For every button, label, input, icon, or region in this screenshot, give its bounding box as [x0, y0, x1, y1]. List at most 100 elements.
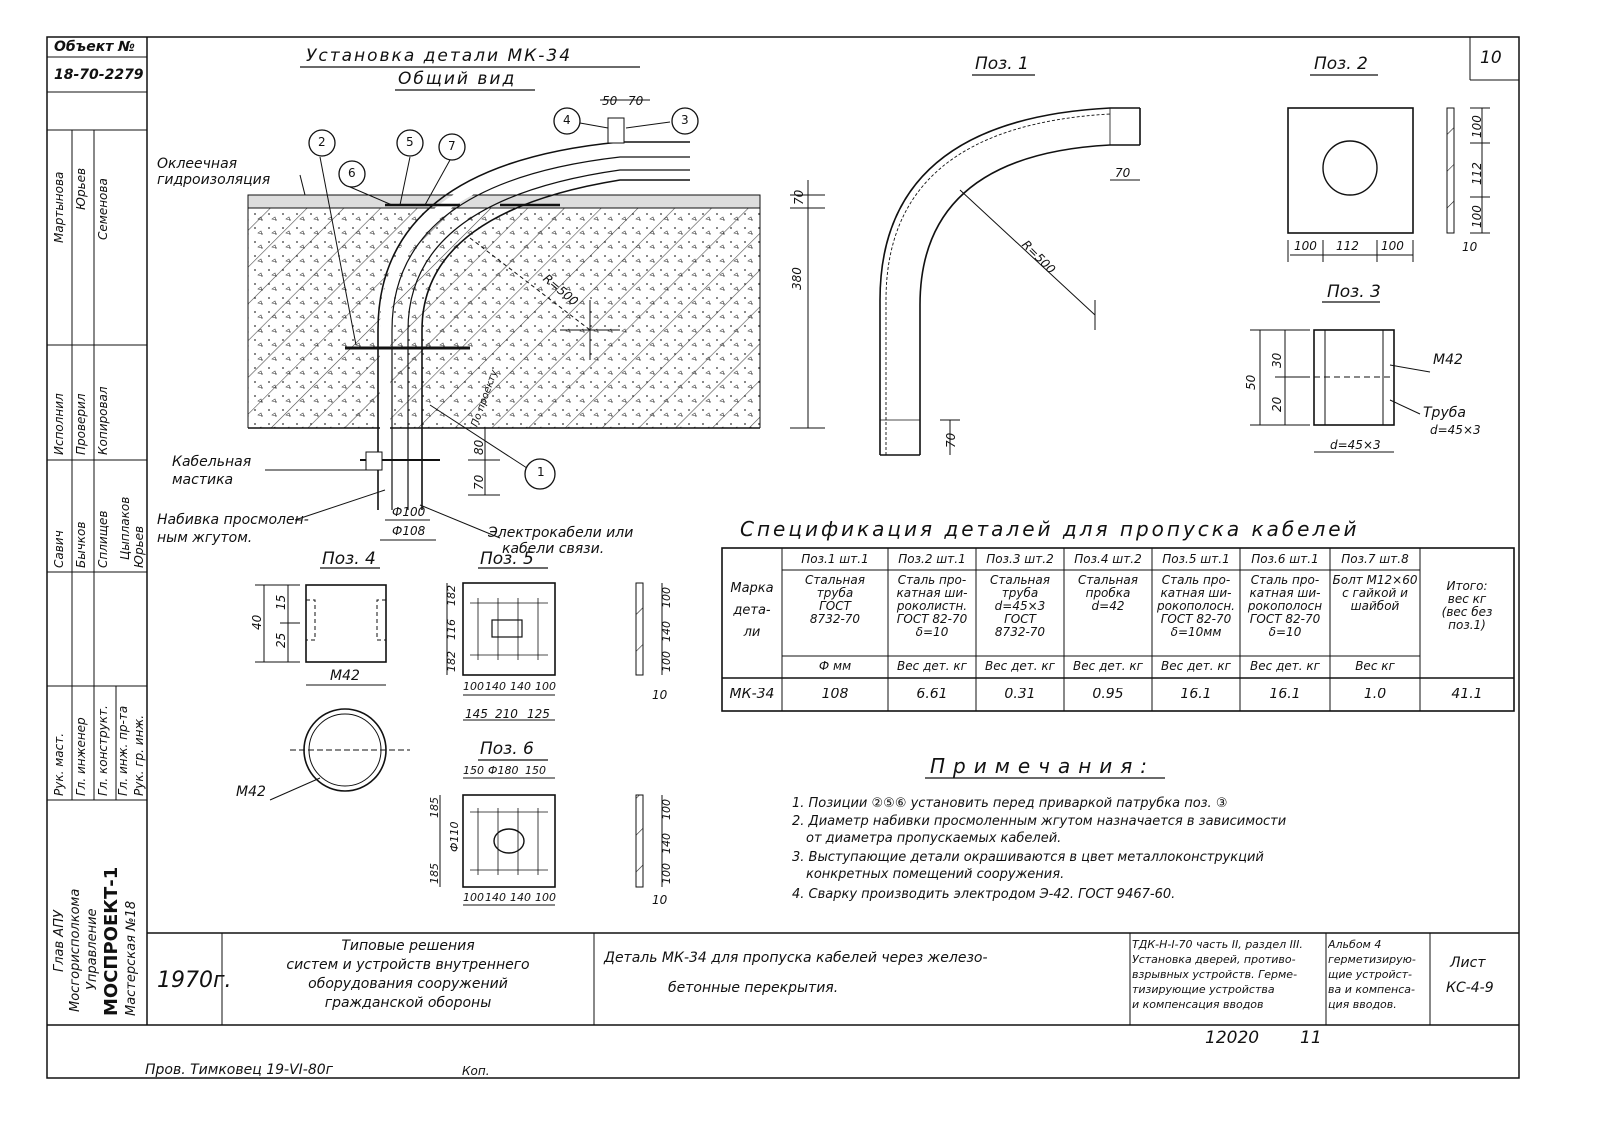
- callout-7: 7: [448, 139, 456, 153]
- spec-col-5-desc-line: δ=10мм: [1170, 625, 1222, 639]
- album-line-1: Альбом 4: [1328, 938, 1382, 951]
- sheet-label: Лист: [1450, 955, 1486, 971]
- spec-col-pos-5: Поз.5 шт.1: [1162, 553, 1230, 566]
- sidebar-name-3: Семенова: [96, 178, 110, 240]
- copied-by: Коп.: [462, 1064, 490, 1078]
- pos6-side-2: 140: [660, 833, 673, 854]
- callout-4: 4: [563, 113, 571, 127]
- pos2-title: Поз. 2: [1314, 54, 1368, 74]
- pos6-dim-h1: 100: [463, 891, 484, 904]
- sidebar-person-2: Бычков: [74, 521, 88, 568]
- dim-d108: Ф108: [392, 524, 426, 538]
- pos5-thk: 10: [652, 688, 668, 702]
- spec-col-unit-2: Вес дет. кг: [897, 660, 967, 673]
- document-line-5: и компенсация вводов: [1132, 998, 1264, 1011]
- year: 1970г.: [157, 968, 232, 993]
- series-block: Типовые решения систем и устройств внутр…: [222, 937, 594, 1013]
- spec-col-5-desc-line: ГОСТ 82-70: [1160, 612, 1232, 626]
- spec-col-5-desc-line: Сталь про-: [1161, 574, 1231, 587]
- spec-col-value-4: 0.95: [1092, 688, 1124, 702]
- pos5-dim-h1-4: 100: [535, 680, 556, 693]
- callout-1: 1: [537, 465, 545, 479]
- pos6-side-3: 100: [660, 863, 673, 884]
- spec-col-unit-1: Ф мм: [818, 660, 852, 673]
- pos4-thread-circle: М42: [236, 784, 266, 800]
- org-line-1: Глав АПУ: [52, 910, 67, 972]
- spec-total-header: Итого: вес кг (вес без поз.1): [1420, 580, 1514, 632]
- main-subtitle: Общий вид: [398, 69, 517, 89]
- sidebar-person-4: Цыплаков: [118, 496, 132, 560]
- object-code: 18-70-2279: [54, 67, 144, 83]
- org-line-3: Управление: [85, 908, 100, 990]
- note-3: 3. Выступающие детали окрашиваются в цве…: [792, 850, 1264, 865]
- pos6-dim-v1: 185: [428, 797, 441, 818]
- document-line-4: тизирующие устройства: [1132, 983, 1275, 996]
- pos5-dim-v1: 182: [445, 585, 458, 606]
- pos3-dim-20: 20: [1270, 396, 1284, 412]
- spec-col-2-desc-line: δ=10: [915, 625, 949, 639]
- spec-col-value-5: 16.1: [1180, 688, 1212, 702]
- pos3-title: Поз. 3: [1327, 282, 1381, 302]
- document-line-3: взрывных устройств. Герме-: [1132, 968, 1298, 981]
- pos6-dim-v3: 185: [428, 863, 441, 884]
- sidebar-name-2: Юрьев: [74, 167, 88, 210]
- pipe-bend-main: [345, 117, 690, 510]
- dim-380: 380: [790, 267, 804, 290]
- callout-circles: [308, 107, 699, 490]
- label-insulation-2: гидроизоляция: [157, 172, 271, 188]
- spec-col-2-desc-line: Сталь про-: [897, 574, 967, 587]
- sidebar-person-1: Савич: [52, 530, 66, 568]
- album-line-2: герметизирую-: [1328, 953, 1416, 966]
- label-insulation-1: Оклеечная: [157, 156, 238, 172]
- pos5-dim-h2-1: 145: [465, 707, 488, 721]
- sidebar-role-1: Исполнил: [52, 393, 66, 455]
- pos4-dim-40: 40: [250, 614, 264, 630]
- label-packing-2: ным жгутом.: [157, 530, 253, 546]
- title-underlines: [300, 66, 1380, 779]
- note-2b: от диаметра пропускаемых кабелей.: [806, 831, 1062, 846]
- pos4-title: Поз. 4: [322, 549, 376, 569]
- pos2-thk: 10: [1462, 240, 1478, 254]
- sheet-number: 10: [1480, 48, 1502, 68]
- spec-col-1-desc-line: ГОСТ: [819, 599, 851, 613]
- pos3-pipe-2: d=45×3: [1430, 423, 1481, 437]
- archive-number: 12020: [1205, 1028, 1260, 1048]
- label-mastic-2: мастика: [172, 472, 234, 488]
- sidebar-name-1: Мартынова: [52, 171, 66, 243]
- spec-col-3-desc-line: d=45×3: [994, 599, 1046, 613]
- pos2-dim-h1: 100: [1294, 239, 1317, 253]
- sheet-code: КС-4-9: [1446, 980, 1494, 996]
- pos5-dim-v3: 182: [445, 651, 458, 672]
- pos5-dim-h2-3: 125: [527, 707, 550, 721]
- spec-col-3-desc-line: Стальная: [990, 574, 1050, 587]
- pos3-dim-30: 30: [1270, 352, 1284, 368]
- sidebar-title-1: Рук. маст.: [52, 732, 66, 796]
- document-line-1: ТДК-Н-I-70 часть II, раздел III.: [1132, 938, 1303, 951]
- spec-col-3-desc-line: труба: [1001, 586, 1039, 600]
- slab-section: [247, 194, 761, 429]
- album-line-5: ция вводов.: [1328, 998, 1397, 1011]
- spec-col-value-6: 16.1: [1269, 688, 1301, 702]
- document-line-2: Установка дверей, противо-: [1132, 953, 1296, 966]
- spec-col-4-desc-line: d=42: [1091, 599, 1125, 613]
- pos4-drawing: [255, 584, 410, 801]
- spec-col-5-desc-line: катная ши-: [1160, 586, 1232, 600]
- spec-col-6-desc-line: Сталь про-: [1250, 574, 1320, 587]
- spec-total-h4: поз.1): [1448, 618, 1486, 632]
- spec-total-h1: Итого:: [1446, 580, 1488, 593]
- pos3-drawing: [1250, 329, 1431, 453]
- pos6-title: Поз. 6: [480, 739, 534, 759]
- note-1: 1. Позиции ②⑤⑥ установить перед приварко…: [792, 796, 1228, 811]
- label-mastic-1: Кабельная: [172, 454, 252, 470]
- pos2-dim-v2: 112: [1470, 162, 1484, 185]
- pos5-dim-h2-2: 210: [495, 707, 518, 721]
- spec-col-unit-6: Вес дет. кг: [1250, 660, 1320, 673]
- note-4: 4. Сварку производить электродом Э-42. Г…: [792, 887, 1176, 902]
- org-line-4: МОСПРОЕКТ-1: [101, 866, 122, 1016]
- label-packing-1: Набивка просмолен-: [157, 512, 309, 528]
- spec-total-h2: вес кг: [1447, 592, 1487, 606]
- spec-total-h3: (вес без: [1441, 605, 1493, 619]
